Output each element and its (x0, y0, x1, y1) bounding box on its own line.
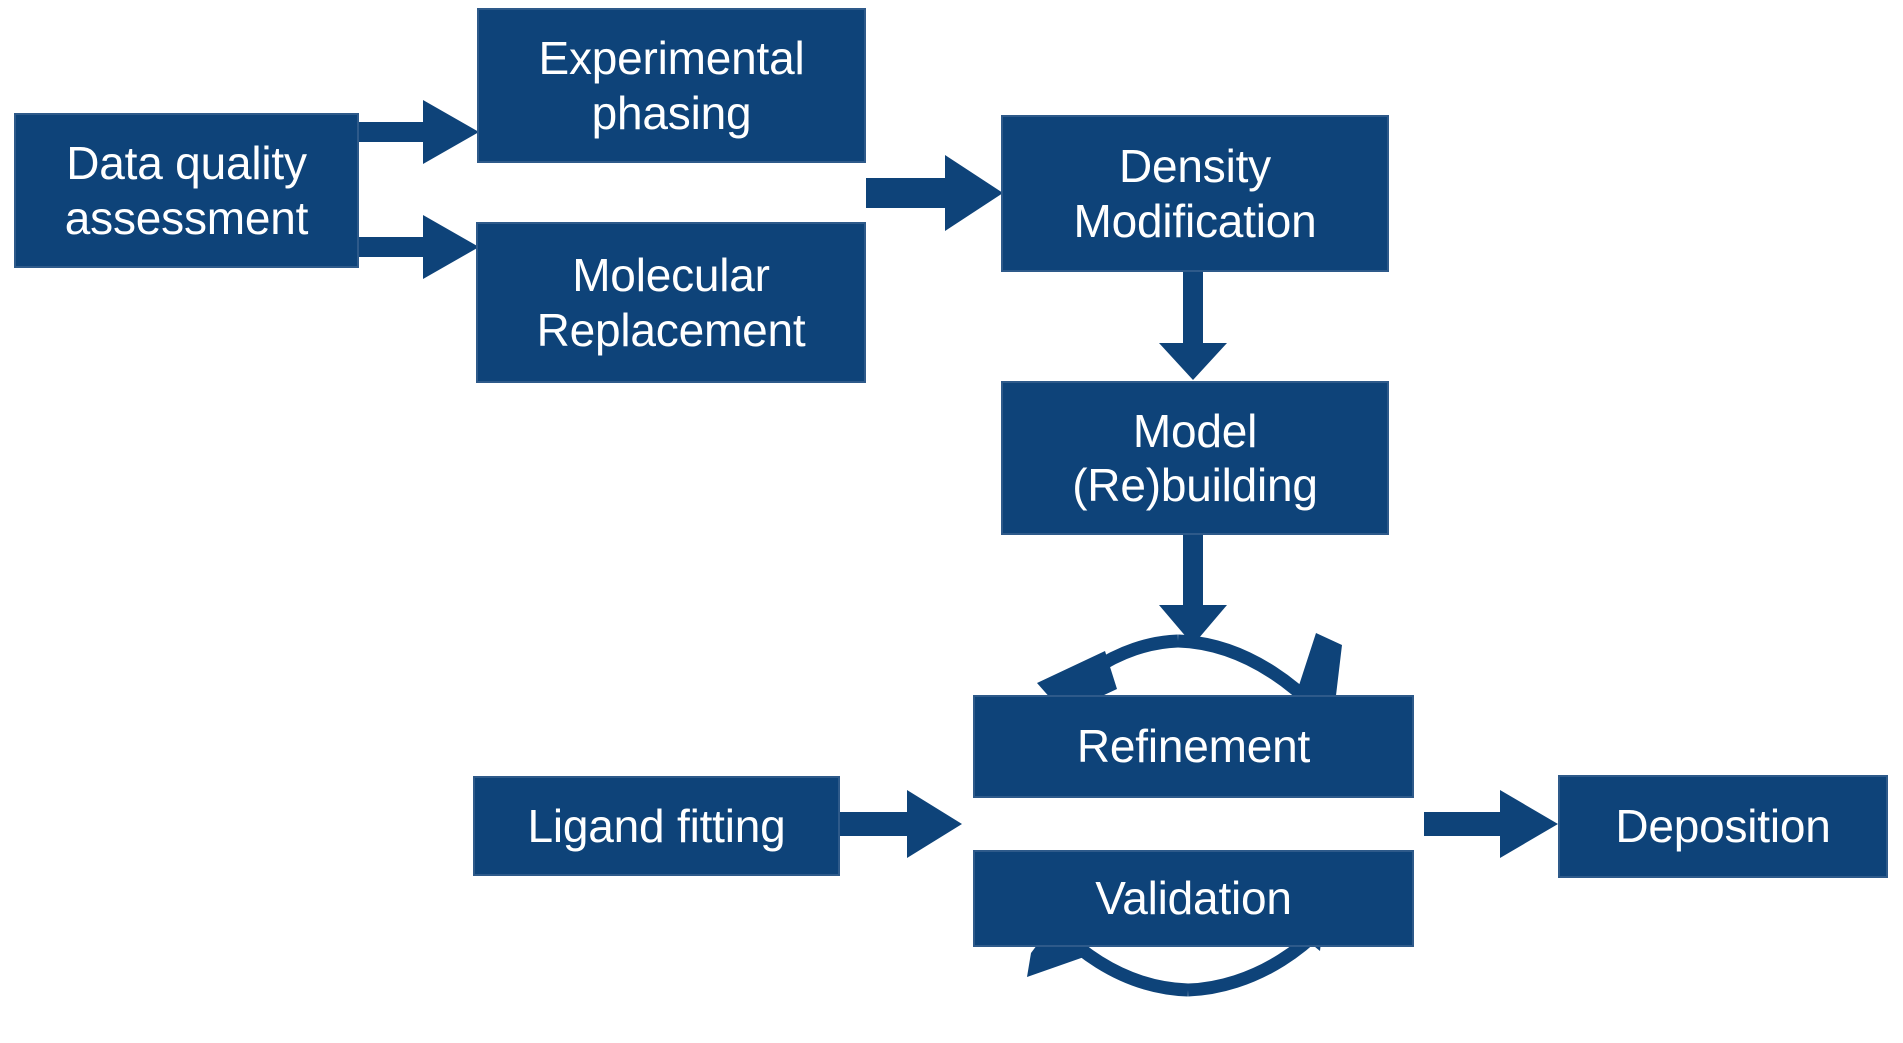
node-density-modification[interactable]: Density Modification (1001, 115, 1389, 272)
node-label: Ligand fitting (527, 799, 786, 852)
arrow-ligand-fitting-to-cycle (840, 790, 962, 858)
node-validation[interactable]: Validation (973, 850, 1414, 947)
node-label: Validation (1095, 872, 1292, 925)
node-label: Molecular Replacement (536, 249, 806, 356)
node-deposition[interactable]: Deposition (1558, 775, 1888, 878)
node-refinement[interactable]: Refinement (973, 695, 1414, 798)
node-label: Data quality assessment (64, 137, 309, 244)
node-molecular-replacement[interactable]: Molecular Replacement (476, 222, 866, 383)
node-label: Model (Re)building (1072, 404, 1318, 511)
node-ligand-fitting[interactable]: Ligand fitting (473, 776, 840, 876)
arrow-phasing-to-density-modification (866, 155, 1003, 231)
node-label: Refinement (1076, 720, 1311, 773)
arrow-cycle-to-deposition (1424, 790, 1558, 858)
node-label: Deposition (1615, 800, 1831, 853)
arrow-density-modification-to-model (1159, 272, 1227, 380)
node-label: Experimental phasing (538, 32, 805, 139)
node-model-rebuilding[interactable]: Model (Re)building (1001, 381, 1389, 535)
node-data-quality-assessment[interactable]: Data quality assessment (14, 113, 359, 268)
arrow-model-to-refinement (1159, 535, 1227, 645)
arrow-dq-to-molecular-replacement (359, 215, 479, 279)
node-experimental-phasing[interactable]: Experimental phasing (477, 8, 866, 163)
arrow-dq-to-experimental-phasing (359, 100, 479, 164)
node-label: Density Modification (1073, 140, 1317, 247)
